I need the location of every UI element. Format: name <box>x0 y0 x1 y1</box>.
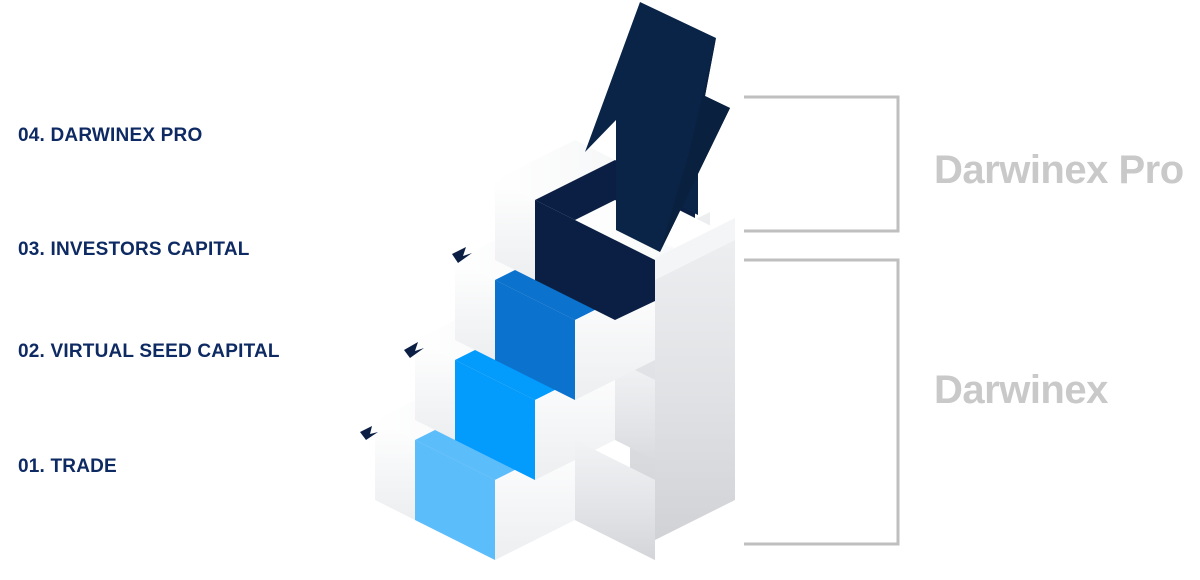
step-label-04-darwinex-pro: 04. DARWINEX PRO <box>18 125 203 146</box>
bracket-pro <box>744 95 900 233</box>
bracket-pro-path <box>744 95 900 233</box>
front-lower-left-face <box>575 440 655 560</box>
staircase-group <box>375 140 735 560</box>
pointer-markers <box>360 247 472 440</box>
step1-tread-front <box>415 440 495 560</box>
step-label-02-virtual-seed-capital: 02. VIRTUAL SEED CAPITAL <box>18 341 280 362</box>
step2-left-block-left <box>415 340 455 440</box>
growth-arrow-body <box>585 2 730 252</box>
bracket-base-path <box>744 258 900 546</box>
step-label-03-investors-capital: 03. INVESTORS CAPITAL <box>18 239 250 260</box>
outer-wall <box>655 240 735 540</box>
step2-tread-front <box>455 360 535 480</box>
step1-left-block-left <box>375 420 415 520</box>
step-label-01-trade: 01. TRADE <box>18 456 117 477</box>
bracket-label-darwinex: Darwinex <box>934 368 1108 412</box>
step4-left-block-left <box>495 180 535 280</box>
growth-arrow-shade <box>660 38 730 252</box>
pointer-step-3-icon <box>404 342 424 358</box>
step3-tread-front <box>495 280 575 400</box>
step3-left-block-left <box>455 260 495 360</box>
pointer-step-4-icon <box>452 247 472 263</box>
step4-left-block-top <box>495 140 615 200</box>
bracket-base <box>744 258 900 546</box>
growth-arrow <box>585 2 730 252</box>
pointer-step-2-icon <box>360 426 378 440</box>
bracket-label-darwinex-pro: Darwinex Pro <box>934 148 1184 192</box>
